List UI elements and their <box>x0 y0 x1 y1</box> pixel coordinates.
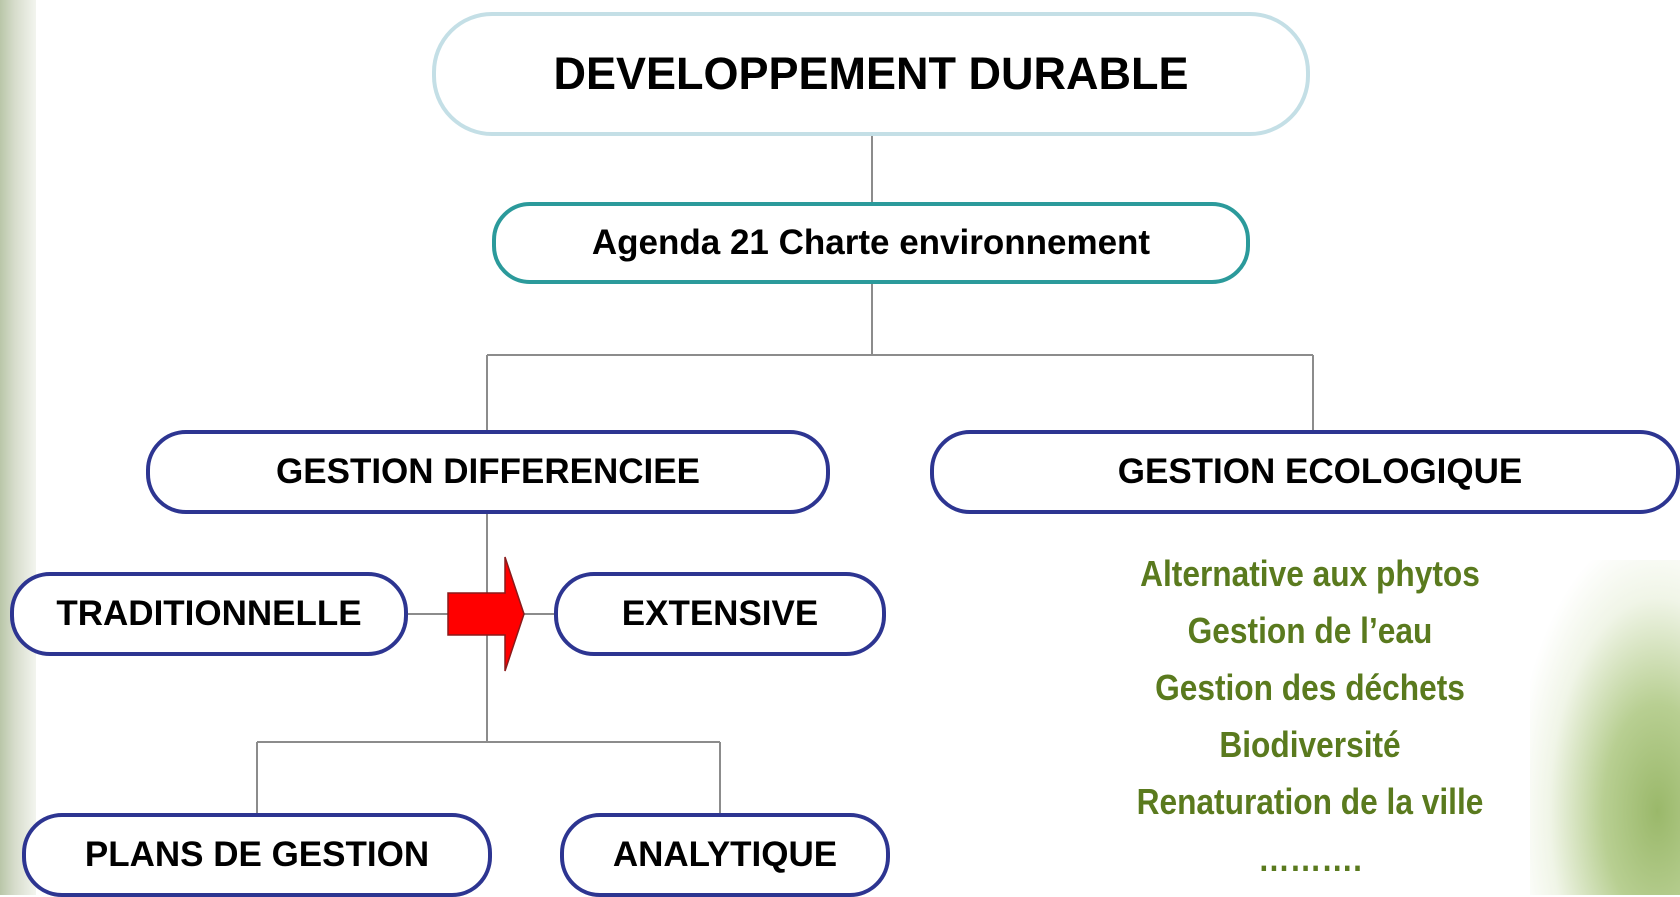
node-gestion-differenciee: GESTION DIFFERENCIEE <box>146 430 830 514</box>
eco-list-item: Biodiversité <box>1219 724 1401 765</box>
node-plans-de-gestion-label: PLANS DE GESTION <box>84 835 430 874</box>
eco-list-item: ………. <box>1258 838 1362 879</box>
node-developpement-durable-label: DEVELOPPEMENT DURABLE <box>553 48 1189 99</box>
background-foliage-left <box>0 0 36 895</box>
eco-list-item: Gestion de l’eau <box>1187 610 1433 651</box>
node-traditionnelle-label: TRADITIONNELLE <box>56 594 362 633</box>
node-traditionnelle: TRADITIONNELLE <box>10 572 408 656</box>
red-arrow-icon <box>447 556 525 672</box>
node-extensive-label: EXTENSIVE <box>621 594 819 633</box>
eco-list-item: Alternative aux phytos <box>1140 553 1480 594</box>
node-plans-de-gestion: PLANS DE GESTION <box>22 813 492 897</box>
node-agenda-21: Agenda 21 Charte environnement <box>492 202 1250 284</box>
node-developpement-durable: DEVELOPPEMENT DURABLE <box>432 12 1310 136</box>
background-flower-right <box>1530 560 1680 895</box>
node-gestion-ecologique-label: GESTION ECOLOGIQUE <box>1117 452 1523 491</box>
node-analytique: ANALYTIQUE <box>560 813 890 897</box>
node-gestion-ecologique: GESTION ECOLOGIQUE <box>930 430 1680 514</box>
node-analytique-label: ANALYTIQUE <box>612 835 838 874</box>
eco-list-item: Gestion des déchets <box>1155 667 1465 708</box>
node-extensive: EXTENSIVE <box>554 572 886 656</box>
gestion-ecologique-list: Alternative aux phytos Gestion de l’eau … <box>1030 545 1590 887</box>
node-gestion-differenciee-label: GESTION DIFFERENCIEE <box>276 452 700 491</box>
eco-list-item: Renaturation de la ville <box>1136 781 1484 822</box>
node-agenda-21-label: Agenda 21 Charte environnement <box>591 223 1151 262</box>
